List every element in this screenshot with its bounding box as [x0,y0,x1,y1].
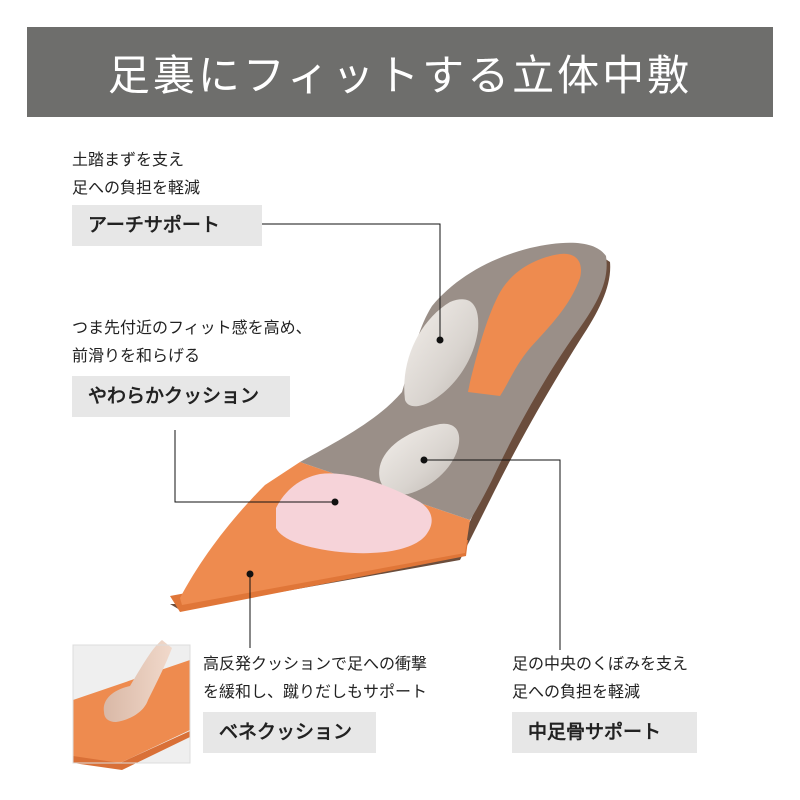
arch-support-label: アーチサポート [72,205,262,246]
bene-cushion-desc-line-2: を緩和し、蹴りだしもサポート [203,682,428,701]
soft-cushion-pad [276,473,432,554]
arch-support-pad [404,299,479,407]
midfoot-leader-dot [420,456,428,464]
arch-support-description: 土踏まずを支え 足への負担を軽減 [72,146,200,202]
cushion-leader-dot [331,498,339,506]
title-banner: 足裏にフィットする立体中敷 [27,27,773,117]
insole-side-edge [170,258,611,610]
page-title: 足裏にフィットする立体中敷 [107,50,693,100]
midfoot-support-pad [379,423,460,495]
midfoot-support-label: 中足骨サポート [512,712,697,753]
finger-icon [103,640,172,722]
bene-cushion-desc-line-1: 高反発クッションで足への衝撃 [203,654,428,673]
midfoot-support-desc-line-1: 足の中央のくぼみを支え [512,654,689,673]
midfoot-leader-line [424,459,561,650]
soft-cushion-desc-line-1: つま先付近のフィット感を高め、 [72,318,312,337]
bene-leader-dot [246,570,254,578]
arch-leader-line [262,223,441,340]
bene-cushion-label: ベネクッション [203,712,376,753]
cushion-inset-photo [72,640,191,770]
arch-leader-dot [436,336,444,344]
midfoot-support-desc-line-2: 足への負担を軽減 [512,682,641,701]
soft-cushion-label: やわらかクッション [72,376,290,417]
midfoot-support-description: 足の中央のくぼみを支え 足への負担を軽減 [512,650,688,706]
arch-support-desc-line-1: 土踏まずを支え [72,150,185,169]
heel-pad [468,253,582,396]
bene-cushion-description: 高反発クッションで足への衝撃 を緩和し、蹴りだしもサポート [203,650,427,706]
arch-support-desc-line-2: 足への負担を軽減 [72,178,201,197]
soft-cushion-description: つま先付近のフィット感を高め、 前滑りを和らげる [72,314,312,370]
cushion-leader-line [174,430,335,503]
soft-cushion-desc-line-2: 前滑りを和らげる [72,346,201,365]
